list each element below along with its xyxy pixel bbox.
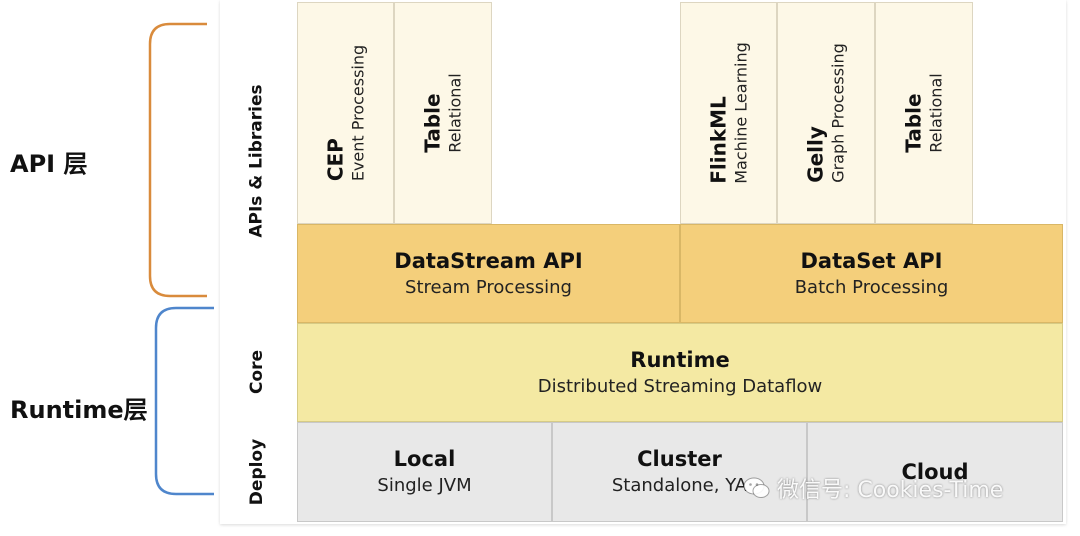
api-layer-label: API 层 [10, 150, 88, 178]
row-label-core-text: Core [247, 349, 268, 395]
api-layer-bracket [148, 22, 207, 298]
wechat-icon [743, 477, 770, 498]
core-subtitle: Distributed Streaming Dataflow [537, 375, 823, 397]
row-label-apis: APIs & Libraries [238, 0, 276, 322]
row-label-core: Core [238, 322, 276, 422]
dataset-api-box: DataSet API Batch Processing [680, 224, 1063, 323]
deploy-subtitle: Single JVM [377, 475, 472, 496]
api-title: DataSet API [800, 248, 943, 273]
runtime-core-box: Runtime Distributed Streaming Dataflow [297, 323, 1063, 422]
library-subtitle: Relational [445, 73, 465, 153]
library-title: Table [901, 93, 926, 153]
library-title: CEP [323, 138, 347, 182]
library-subtitle: Relational [926, 73, 946, 153]
deploy-cluster-box: Cluster Standalone, YA [552, 422, 807, 522]
watermark: 微信号: Cookies-Time [743, 470, 1003, 506]
library-flinkml: FlinkML Machine Learning [680, 2, 777, 224]
api-subtitle: Batch Processing [794, 276, 949, 298]
library-title: Gelly [803, 126, 828, 183]
deploy-local-box: Local Single JVM [297, 422, 552, 522]
layer-brackets [148, 22, 214, 496]
deploy-title: Cloud [901, 460, 969, 484]
library-title: Table [420, 93, 445, 153]
deploy-subtitle: Standalone, YA [611, 475, 748, 496]
deploy-title: Local [393, 447, 456, 471]
library-subtitle: Machine Learning [731, 42, 750, 184]
library-gelly: Gelly Graph Processing [777, 2, 875, 224]
datastream-api-box: DataStream API Stream Processing [297, 224, 680, 323]
library-title: FlinkML [706, 96, 730, 184]
library-table-batch: Table Relational [875, 2, 973, 224]
api-title: DataStream API [394, 248, 583, 273]
library-table: Table Relational [394, 2, 492, 224]
watermark-text: 微信号: Cookies-Time [777, 478, 1004, 503]
row-label-deploy: Deploy [238, 422, 276, 522]
library-subtitle: Graph Processing [828, 43, 848, 183]
deploy-title: Cluster [637, 447, 722, 471]
runtime-layer-bracket [154, 306, 214, 496]
core-title: Runtime [630, 347, 730, 372]
api-subtitle: Stream Processing [405, 276, 572, 298]
row-label-apis-text: APIs & Libraries [247, 84, 268, 238]
runtime-layer-label: Runtime层 [10, 396, 148, 424]
row-label-deploy-text: Deploy [247, 438, 267, 506]
library-subtitle: Event Processing [348, 44, 367, 182]
library-cep: CEP Event Processing [297, 2, 394, 224]
deploy-cloud-box: Cloud [807, 422, 1063, 522]
